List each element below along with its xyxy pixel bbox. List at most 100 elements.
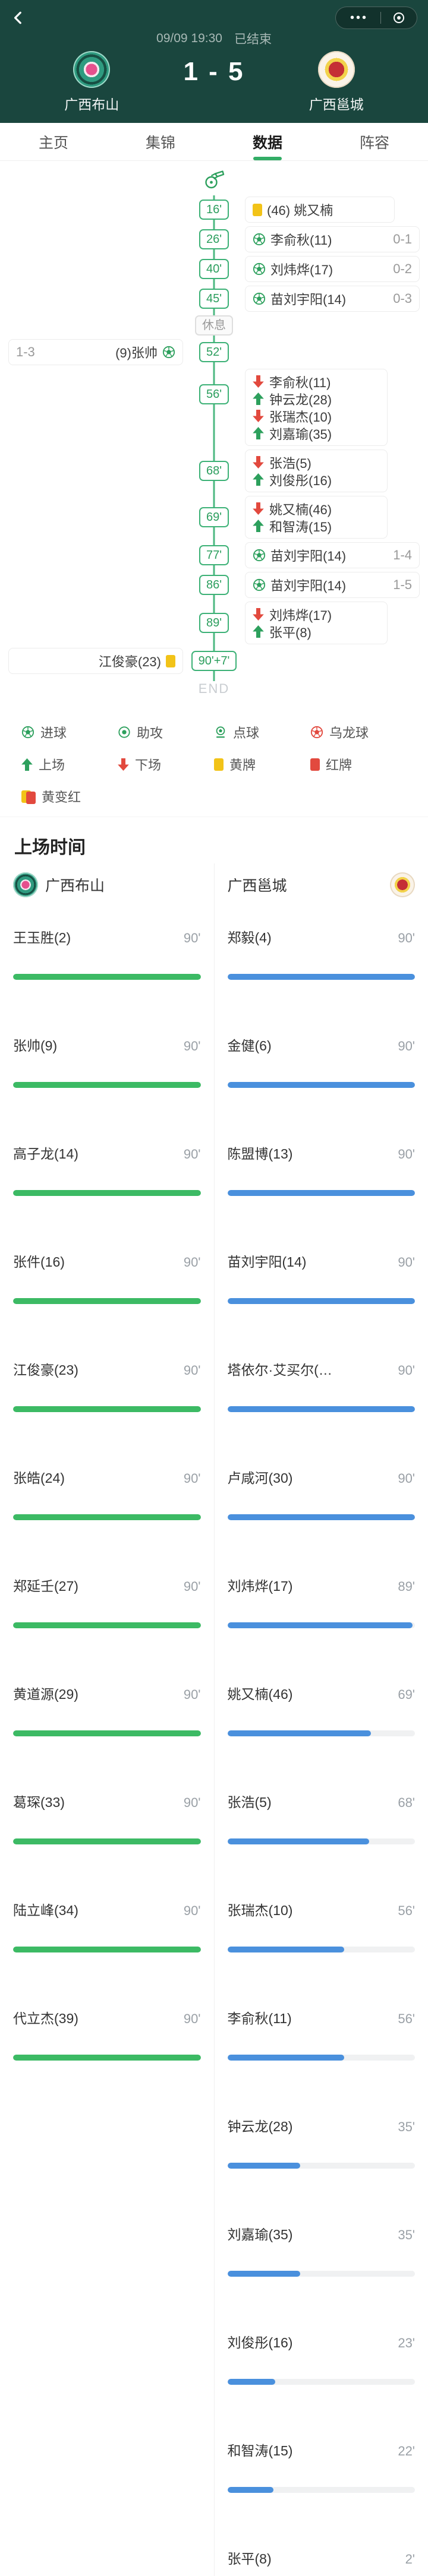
playtime-bar-fill xyxy=(13,1730,201,1736)
player-name: 江俊豪(23) xyxy=(13,1362,78,1378)
playtime-bar-fill xyxy=(13,1947,201,1952)
player-name: 刘炜烨(17) xyxy=(227,1578,293,1594)
goal-icon xyxy=(21,726,34,739)
player-row: 苗刘宇阳(14)90' xyxy=(227,1230,415,1338)
playtime-bar-fill xyxy=(13,1298,201,1304)
player-row: 张帅(9)90' xyxy=(13,1014,201,1122)
match-score: 1 - 5 xyxy=(183,57,245,86)
assist-icon xyxy=(118,726,131,739)
away-playtime-column: 广西邕城 郑毅(4)90' 金健(6)90' 陈盟博(13)90' 苗刘宇阳(1… xyxy=(213,863,428,2576)
whistle-icon xyxy=(203,169,225,191)
playing-time-title: 上场时间 xyxy=(14,838,86,857)
scoreboard: 广西布山 1 - 5 广西邕城 xyxy=(0,46,428,113)
legend-label: 进球 xyxy=(40,726,67,740)
home-team-name: 广西布山 xyxy=(45,878,105,894)
score-after-goal: 1-5 xyxy=(393,577,412,592)
player-name: 刘俊彤(16) xyxy=(269,473,332,488)
playtime-bar-fill xyxy=(227,1514,415,1520)
playtime-bar-track xyxy=(227,2379,415,2385)
player-name: 李俞秋(11) xyxy=(269,375,331,390)
player-minutes: 56' xyxy=(398,1903,415,1918)
player-name: 刘嘉瑜(35) xyxy=(227,2227,293,2242)
player-row: 高子龙(14)90' xyxy=(13,1122,201,1230)
nav-bar: ••• xyxy=(0,5,428,31)
goal-icon xyxy=(253,262,266,276)
away-team-header: 广西邕城 xyxy=(227,863,415,906)
player-name: 李俞秋(11) xyxy=(227,2011,292,2026)
event-time-badge: 52' xyxy=(199,342,229,362)
player-minutes: 90' xyxy=(183,1579,201,1594)
player-minutes: 90' xyxy=(183,1255,201,1270)
player-name: 和智涛(15) xyxy=(269,519,332,534)
player-name: 刘炜烨(17) xyxy=(269,607,332,623)
timeline-event: 69' 姚又楠(46) 和智涛(15) xyxy=(8,496,420,539)
tab-home[interactable]: 主页 xyxy=(38,134,68,151)
goal-event-card: 刘炜烨(17) 0-2 xyxy=(245,256,420,282)
playtime-bar-fill xyxy=(227,2379,276,2385)
player-name: 钟云龙(28) xyxy=(227,2119,293,2134)
player-minutes: 90' xyxy=(183,1903,201,1918)
yellow-card-event-card: (46) 姚又楠 xyxy=(245,197,395,223)
goal-event-card: 李俞秋(11) 0-1 xyxy=(245,226,420,252)
score-after-goal: 1-4 xyxy=(393,548,412,562)
playtime-bar-fill xyxy=(13,2055,201,2061)
home-playtime-column: 广西布山 王玉胜(2)90' 张帅(9)90' 高子龙(14)90' 张件(16… xyxy=(0,863,214,2576)
timeline-event: 江俊豪(23) 90'+7' xyxy=(8,648,420,674)
substitution-event-card: 姚又楠(46) 和智涛(15) xyxy=(245,496,388,539)
player-name: 张平(8) xyxy=(269,625,311,640)
player-minutes: 35' xyxy=(398,2227,415,2242)
event-time-badge: 86' xyxy=(199,575,229,595)
player-name: 张浩(5) xyxy=(227,1795,272,1810)
substitution-event-card: 张浩(5) 刘俊彤(16) xyxy=(245,450,388,492)
playtime-bar-track xyxy=(13,1298,201,1304)
goal-event-card: 苗刘宇阳(14) 1-5 xyxy=(245,572,420,598)
tab-data[interactable]: 数据 xyxy=(214,123,321,160)
timeline-event: 89' 刘炜烨(17) 张平(8) xyxy=(8,602,420,644)
sub-off-icon xyxy=(253,375,264,388)
playtime-bar-fill xyxy=(13,1082,201,1088)
more-menu-button[interactable]: ••• xyxy=(350,11,368,24)
timeline-end-label: END xyxy=(8,678,420,708)
goal-event-card: 苗刘宇阳(14) 0-3 xyxy=(245,286,420,312)
player-row: 刘炜烨(17)89' xyxy=(227,1555,415,1663)
red-card-icon xyxy=(310,758,320,771)
playtime-bar-track xyxy=(227,1082,415,1088)
playtime-bar-track xyxy=(227,2271,415,2277)
legend-label: 红牌 xyxy=(326,758,353,773)
close-minimize-button[interactable] xyxy=(393,12,404,23)
app-capsule: ••• xyxy=(335,7,417,29)
chevron-left-icon xyxy=(11,10,26,26)
legend-label: 乌龙球 xyxy=(329,726,369,740)
player-minutes: 90' xyxy=(398,931,415,945)
goal-icon xyxy=(253,233,266,246)
penalty-icon xyxy=(214,726,227,739)
timeline-event: 45' 苗刘宇阳(14) 0-3 xyxy=(8,286,420,312)
away-team-name: 广西邕城 xyxy=(227,878,287,894)
player-name: 张皓(24) xyxy=(13,1470,65,1486)
playtime-bar-track xyxy=(227,1190,415,1196)
yellow-card-icon xyxy=(253,203,262,216)
player-name: 张浩(5) xyxy=(269,455,311,471)
timeline-event: 56' 李俞秋(11) 钟云龙(28) 张瑞杰(10) 刘嘉瑜(35) xyxy=(8,369,420,446)
player-minutes: 90' xyxy=(398,1255,415,1270)
sub-on-icon xyxy=(21,758,33,771)
home-team-header: 广西布山 xyxy=(13,863,201,906)
sub-off-icon xyxy=(253,502,264,515)
playtime-bar-track xyxy=(13,1947,201,1952)
back-button[interactable] xyxy=(11,6,37,30)
playtime-bar-track xyxy=(227,1298,415,1304)
legend-yellow-card: 黄牌 xyxy=(214,755,310,774)
player-minutes: 56' xyxy=(398,2011,415,2026)
tab-lineup[interactable]: 阵容 xyxy=(359,134,389,151)
player-minutes: 22' xyxy=(398,2444,415,2458)
match-timeline: 16' (46) 姚又楠 26' 李俞秋(11) 0-1 xyxy=(0,161,428,708)
home-team-name: 广西布山 xyxy=(64,97,119,112)
playtime-bar-fill xyxy=(227,2271,301,2277)
tab-highlights[interactable]: 集锦 xyxy=(145,134,175,151)
match-datetime: 09/09 19:30 xyxy=(156,31,222,45)
playtime-bar-fill xyxy=(227,1406,415,1412)
timeline-event: 68' 张浩(5) 刘俊彤(16) xyxy=(8,450,420,492)
match-status: 已结束 xyxy=(234,33,272,46)
substitution-event-card: 刘炜烨(17) 张平(8) xyxy=(245,602,388,644)
player-minutes: 90' xyxy=(183,1147,201,1162)
